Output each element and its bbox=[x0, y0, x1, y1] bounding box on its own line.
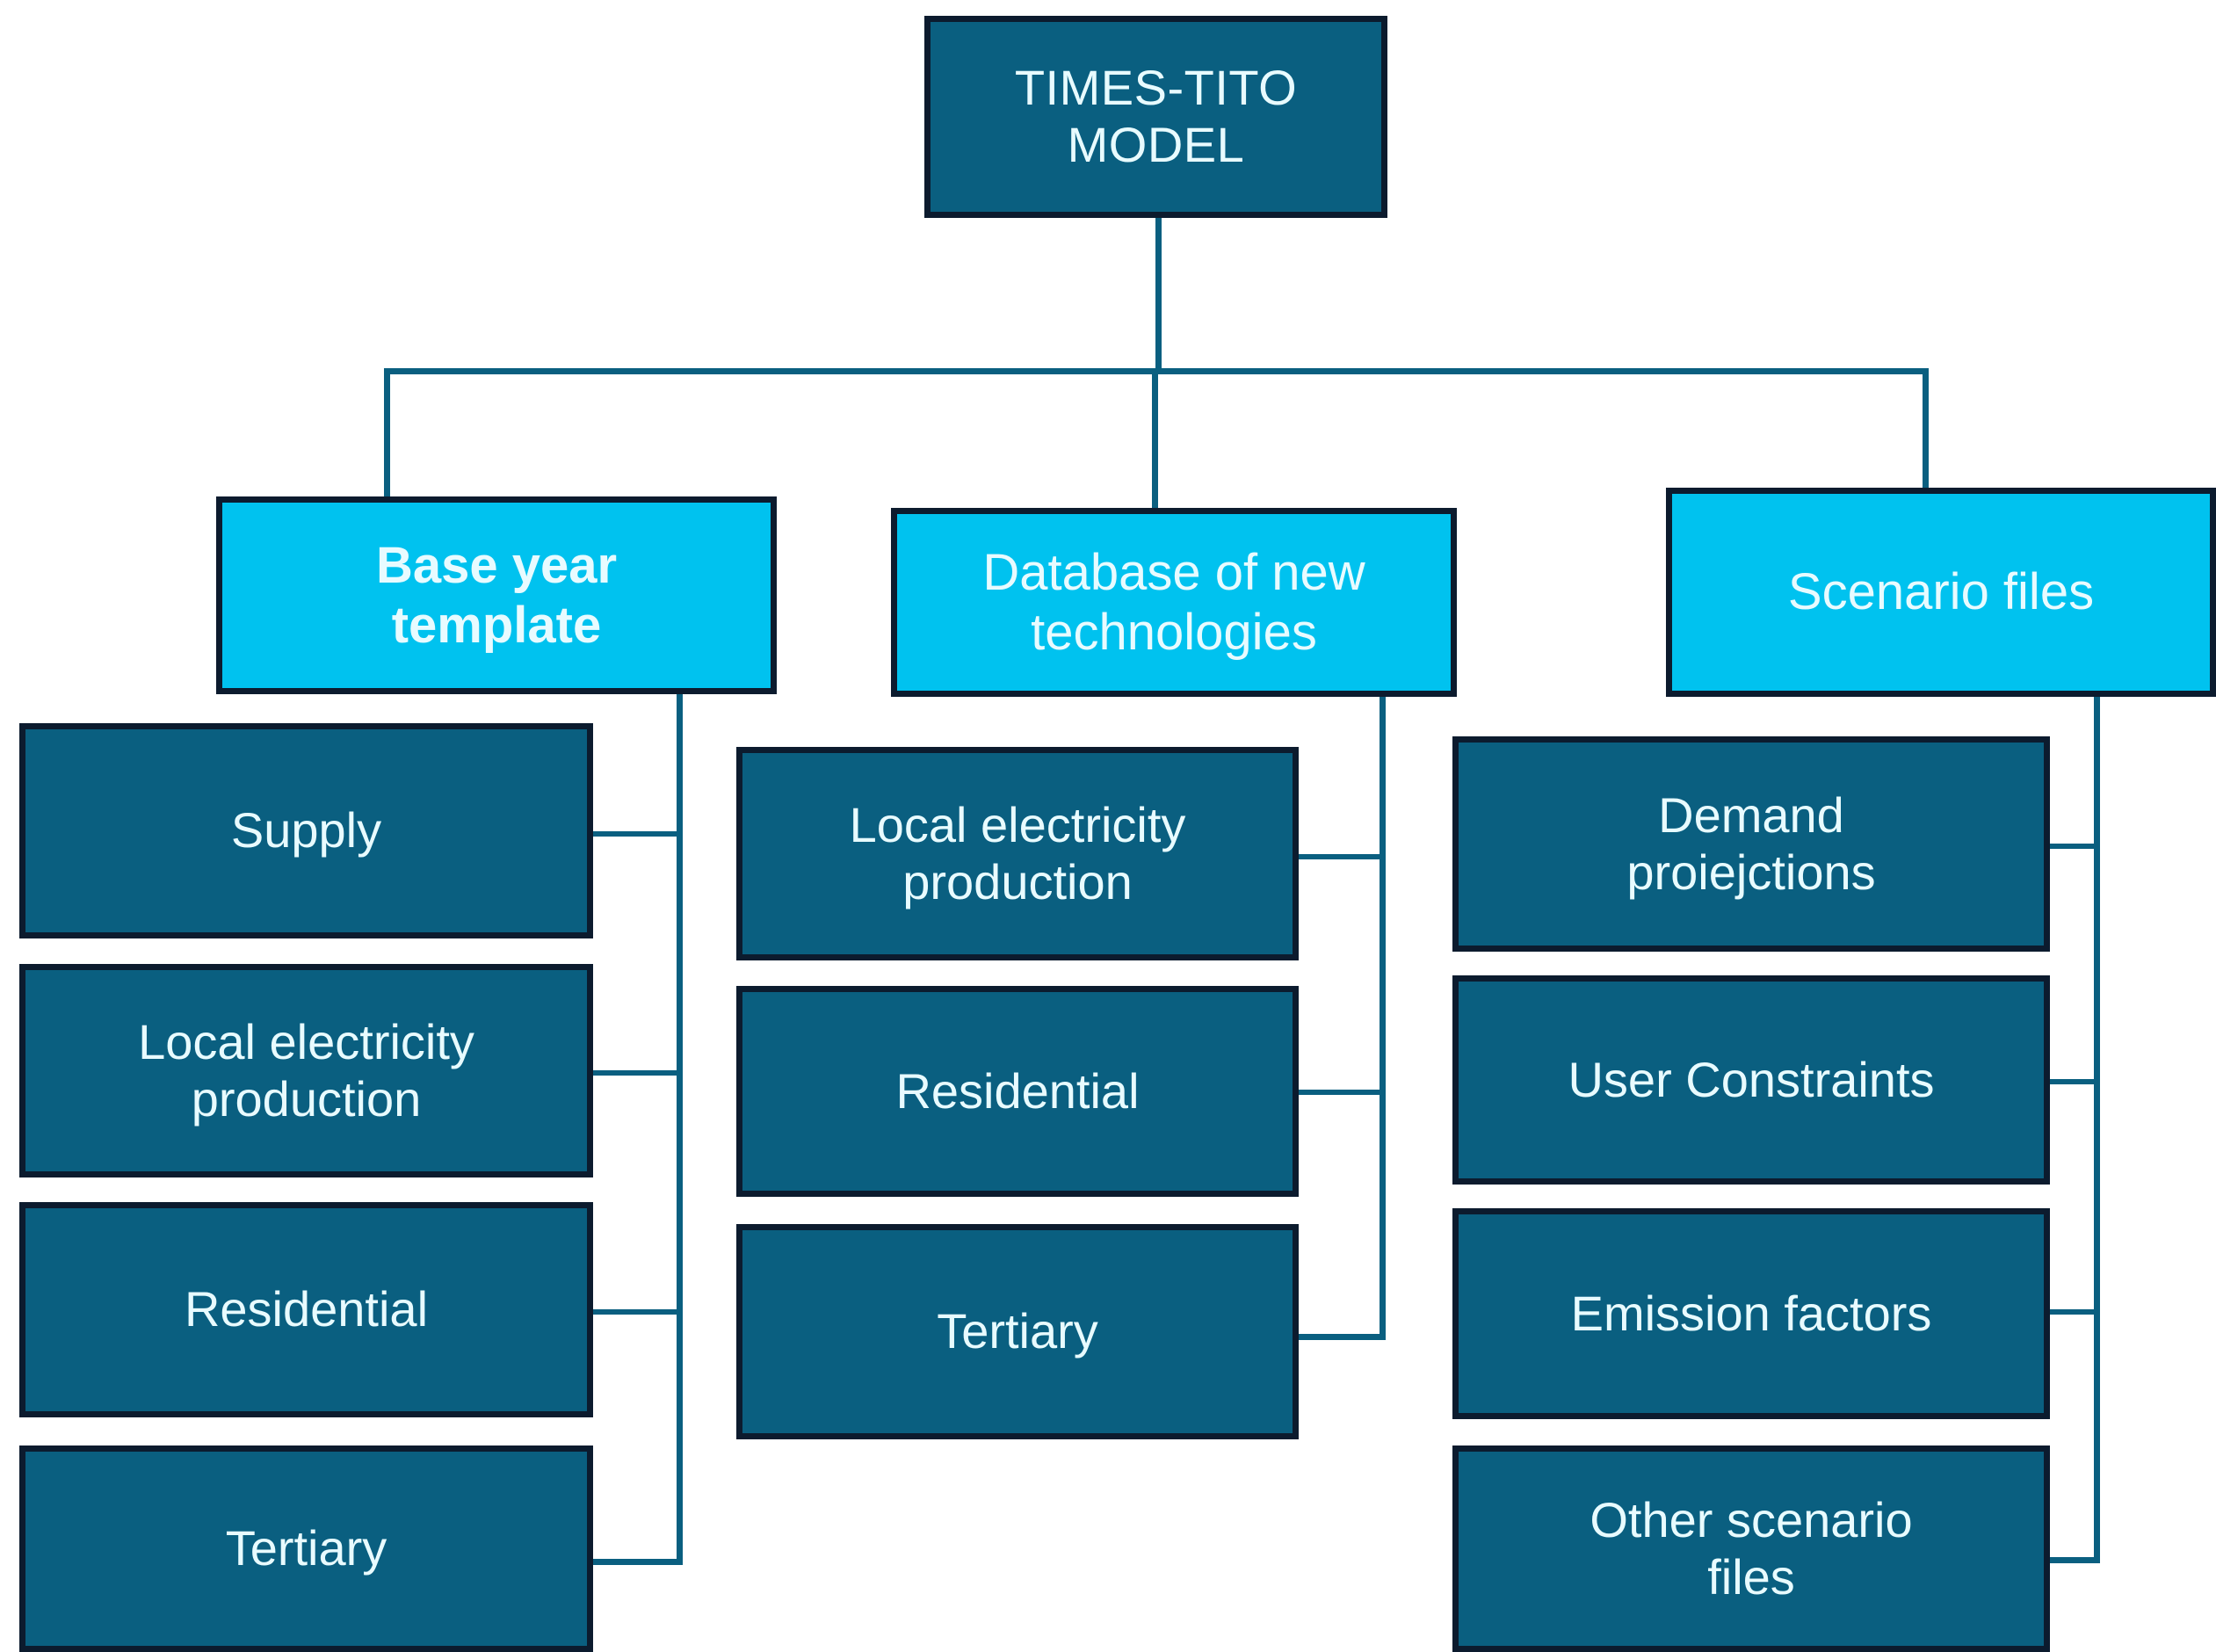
node-residential-db[interactable]: Residential bbox=[736, 986, 1299, 1197]
connector-branch-1-stub-1 bbox=[590, 831, 683, 837]
node-supply[interactable]: Supply bbox=[19, 723, 593, 938]
connector-branch-3-spine bbox=[2094, 694, 2100, 1562]
connector-branch-3-stub-4 bbox=[2010, 1557, 2100, 1563]
node-tertiary-db[interactable]: Tertiary bbox=[736, 1224, 1299, 1439]
connector-bus-to-branch-2 bbox=[1152, 368, 1158, 509]
connector-root-down bbox=[1155, 215, 1162, 373]
connector-branch-1-stub-4 bbox=[590, 1559, 683, 1565]
connector-bus-to-branch-3 bbox=[1923, 368, 1929, 489]
connector-bus-to-branch-1 bbox=[384, 368, 390, 496]
node-scenario-files[interactable]: Scenario files bbox=[1666, 488, 2216, 697]
node-times-tito-model[interactable]: TIMES-TITO MODEL bbox=[924, 16, 1387, 218]
node-user-constraints[interactable]: User Constraints bbox=[1452, 975, 2050, 1185]
node-base-year-template[interactable]: Base year template bbox=[216, 496, 777, 694]
node-local-electricity-production-base[interactable]: Local electricity production bbox=[19, 964, 593, 1177]
node-database-of-new-technologies[interactable]: Database of new technologies bbox=[891, 508, 1457, 697]
node-residential-base[interactable]: Residential bbox=[19, 1202, 593, 1417]
node-demand-projections[interactable]: Demand proiejctions bbox=[1452, 736, 2050, 952]
node-local-electricity-production-db[interactable]: Local electricity production bbox=[736, 747, 1299, 960]
node-other-scenario-files[interactable]: Other scenario files bbox=[1452, 1446, 2050, 1652]
node-emission-factors[interactable]: Emission factors bbox=[1452, 1208, 2050, 1419]
connector-branch-3-stub-1 bbox=[2010, 844, 2100, 849]
connector-branch-2-stub-3 bbox=[1295, 1334, 1386, 1340]
connector-branch-3-stub-2 bbox=[2010, 1079, 2100, 1084]
connector-branch-1-stub-2 bbox=[590, 1070, 683, 1076]
connector-branch-1-spine bbox=[677, 690, 683, 1564]
node-tertiary-base[interactable]: Tertiary bbox=[19, 1446, 593, 1652]
connector-branch-2-stub-1 bbox=[1295, 854, 1386, 859]
connector-branch-2-spine bbox=[1380, 694, 1386, 1340]
connector-branch-2-stub-2 bbox=[1295, 1090, 1386, 1095]
connector-branch-1-stub-3 bbox=[590, 1309, 683, 1315]
connector-branch-3-stub-3 bbox=[2010, 1309, 2100, 1315]
